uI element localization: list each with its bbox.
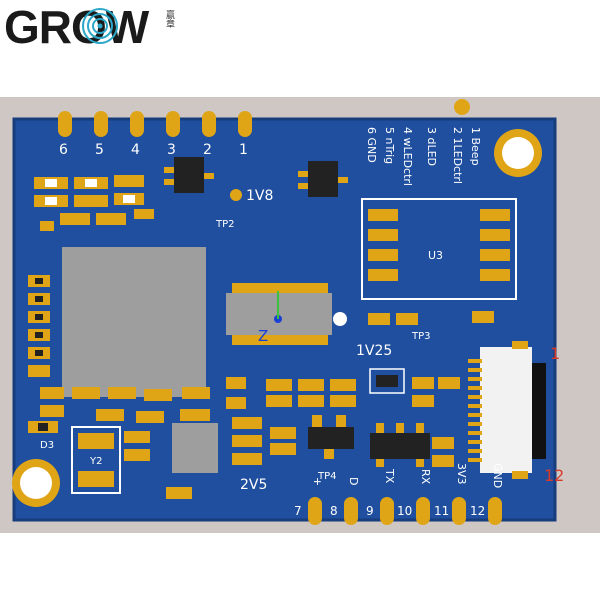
fpc-connector (468, 341, 546, 479)
label-tp3: TP3 (411, 331, 431, 342)
legend-pin-5: 5 nTrig (383, 127, 396, 164)
pcb-board: 6 5 4 3 2 1 1 Beep 2 1LEDctrl 3 dLED 4 w… (12, 99, 564, 525)
label-y2: Y2 (89, 456, 102, 467)
module-u3: U3 (361, 198, 517, 300)
pcb-photo: 6 5 4 3 2 1 1 Beep 2 1LEDctrl 3 dLED 4 w… (0, 97, 600, 533)
top-pin-1: 1 (239, 142, 248, 158)
bottom-label-gnd: GND (491, 463, 504, 488)
legend-pin-3: 3 dLED (425, 127, 438, 166)
crystal-y2: Y2 (71, 426, 121, 494)
mount-hole-top-right (494, 129, 542, 177)
top-pin-2: 2 (203, 142, 212, 158)
bottom-pin-11: 11 (434, 504, 449, 518)
bottom-header (308, 497, 502, 525)
label-u3: U3 (428, 249, 443, 262)
bottom-pin-9: 9 (366, 504, 374, 518)
label-2v5: 2V5 (240, 477, 267, 493)
label-1v8: 1V8 (246, 188, 273, 204)
transistor-right (298, 161, 348, 197)
legend-pin-1: 1 Beep (469, 127, 482, 166)
connector-pin-1-marker: 1 (550, 344, 560, 363)
legend-pin-6: 6 GND (365, 127, 378, 163)
bottom-pin-12: 12 (470, 504, 485, 518)
bottom-pin-numbers: 7 8 9 10 11 12 (294, 504, 485, 518)
transistor-bottom-left (308, 415, 354, 459)
diode-d3: D3 (28, 421, 58, 451)
bottom-pin-8: 8 (330, 504, 338, 518)
connector-pin-12-marker: 12 (544, 466, 564, 485)
ic-small-right (369, 368, 405, 394)
bottom-pin-10: 10 (397, 504, 412, 518)
bottom-label-tx: TX (383, 468, 396, 484)
top-pin-6: 6 (59, 142, 68, 158)
brand-logo: GROW (4, 1, 149, 53)
legend-pin-2: 2 1LEDctrl (451, 127, 464, 184)
bottom-label-plus: + (311, 477, 324, 486)
secondary-chip (172, 423, 218, 473)
main-chip (62, 247, 206, 397)
transistor-left (164, 157, 214, 193)
top-pin-numbers: 6 5 4 3 2 1 (59, 142, 248, 158)
transistor-bottom-right (370, 423, 430, 467)
axis-label-z: Z (258, 327, 268, 345)
label-tp4: TP4 (317, 471, 337, 482)
legend-pin-4: 4 wLEDctrl (401, 127, 414, 186)
logo-seal: 贏章 (164, 10, 174, 28)
fingerprint-ring-icon (82, 8, 118, 44)
brand-name: GROW (4, 1, 149, 53)
mount-hole-bottom-left (12, 459, 60, 507)
top-pin-5: 5 (95, 142, 104, 158)
top-pin-3: 3 (167, 142, 176, 158)
bottom-label-rx: RX (419, 469, 432, 485)
top-pin-4: 4 (131, 142, 140, 158)
passives-lower (40, 377, 460, 467)
bottom-label-3v3: 3V3 (455, 463, 468, 485)
label-d3: D3 (40, 440, 54, 451)
bottom-pin-7: 7 (294, 504, 302, 518)
bottom-label-d: D (347, 477, 360, 485)
label-tp2: TP2 (215, 219, 235, 230)
top-header (58, 111, 252, 137)
label-1v25: 1V25 (356, 343, 392, 359)
pin-legend: 1 Beep 2 1LEDctrl 3 dLED 4 wLEDctrl 5 nT… (365, 127, 482, 186)
bottom-pin-labels: + D TX RX 3V3 GND (311, 463, 504, 488)
